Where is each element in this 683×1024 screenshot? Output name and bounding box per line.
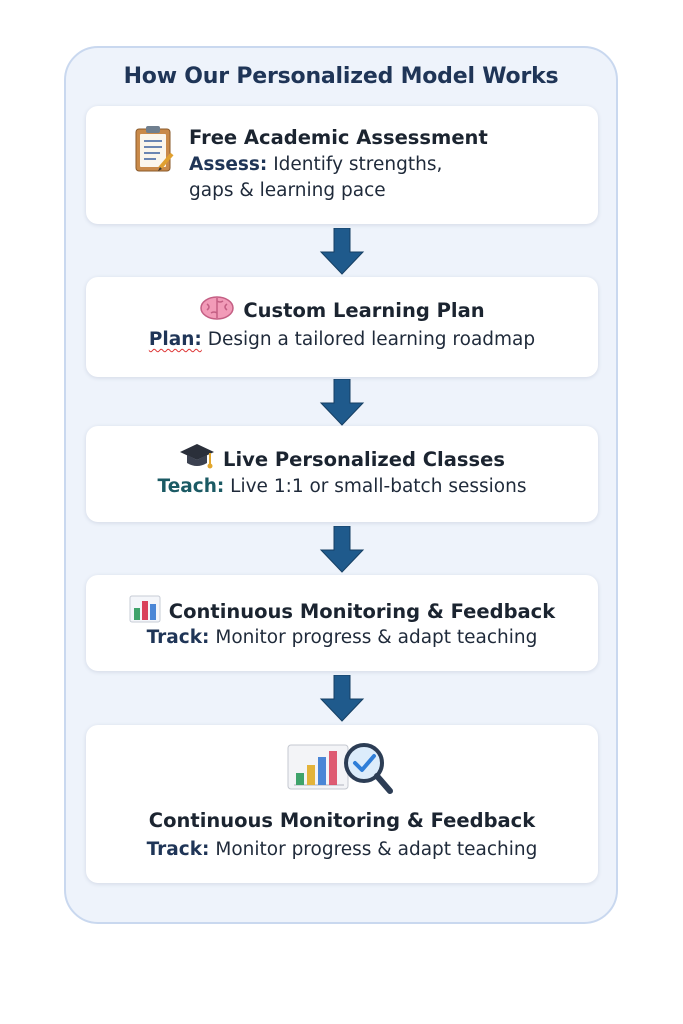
step-label: Plan: (148, 329, 202, 350)
step-card-track: Continuous Monitoring & Feedback Track: … (86, 575, 598, 671)
step-description: Identify strengths, (273, 154, 443, 175)
clipboard-icon (134, 124, 174, 178)
step-heading: Continuous Monitoring & Feedback (148, 809, 536, 832)
bar-chart-icon (129, 595, 161, 627)
step-card-teach: Live Personalized Classes Teach: Live 1:… (86, 426, 598, 522)
down-arrow-icon (319, 674, 365, 727)
step-label: Track: (146, 627, 210, 648)
step-description: Live 1:1 or small-batch sessions (230, 476, 527, 497)
graduation-cap-icon (179, 442, 215, 476)
step-heading: Free Academic Assessment (189, 126, 488, 149)
step-card-track-detail: Continuous Monitoring & Feedback Track: … (86, 725, 598, 883)
chart-magnifier-icon (286, 743, 398, 803)
page-title: How Our Personalized Model Works (123, 64, 559, 89)
step-label: Assess: (189, 154, 268, 175)
step-card-plan: Custom Learning Plan Plan: Design a tail… (86, 277, 598, 377)
step-label: Track: (146, 839, 210, 860)
step-label: Teach: (157, 476, 225, 497)
step-description-cont: gaps & learning pace (189, 180, 386, 201)
step-heading: Continuous Monitoring & Feedback (168, 599, 556, 623)
down-arrow-icon (319, 378, 365, 431)
step-description: Monitor progress & adapt teaching (215, 839, 538, 860)
step-heading: Live Personalized Classes (223, 447, 505, 471)
step-heading: Custom Learning Plan (243, 298, 485, 322)
step-description: Design a tailored learning roadmap (207, 329, 536, 350)
process-panel: How Our Personalized Model Works Free Ac… (64, 46, 618, 924)
step-description: Monitor progress & adapt teaching (215, 627, 538, 648)
down-arrow-icon (319, 525, 365, 578)
step-card-assess: Free Academic Assessment Assess: Identif… (86, 106, 598, 224)
down-arrow-icon (319, 227, 365, 280)
brain-icon (199, 295, 235, 325)
